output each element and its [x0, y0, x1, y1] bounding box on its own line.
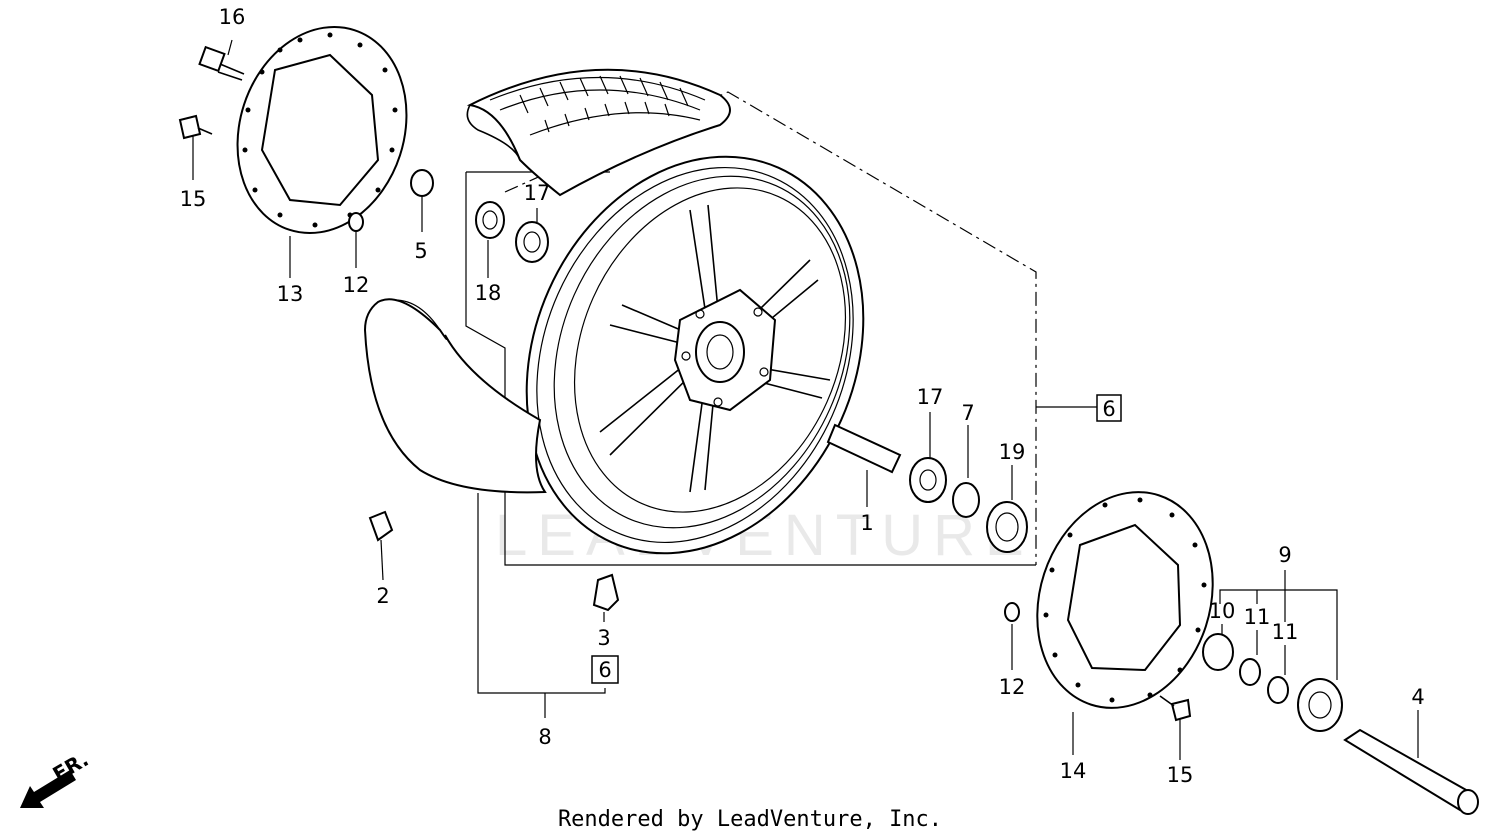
assembly-group-lines — [192, 39, 1419, 760]
callout-10: 10 — [1209, 599, 1236, 623]
wheel-rim — [525, 155, 865, 555]
callout-14: 14 — [1060, 759, 1087, 783]
callout-box-6-right — [1096, 394, 1122, 422]
callout-16: 16 — [219, 5, 246, 29]
callout-6-right: 6 — [1102, 397, 1115, 421]
callout-9: 9 — [1278, 543, 1291, 567]
callout-15-left: 15 — [180, 187, 207, 211]
callout-6-bottom: 6 — [598, 658, 611, 682]
callout-8: 8 — [538, 725, 551, 749]
callout-labels: 16 15 13 12 5 18 17 2 3 8 1 17 7 19 12 1… — [180, 5, 1425, 787]
callout-19: 19 — [999, 440, 1026, 464]
callout-1: 1 — [860, 511, 873, 535]
brake-disc-right — [1036, 491, 1214, 709]
callout-11-left: 11 — [1244, 605, 1271, 629]
callout-3: 3 — [597, 626, 610, 650]
callout-13: 13 — [277, 282, 304, 306]
callout-4: 4 — [1411, 685, 1424, 709]
callout-12-right: 12 — [999, 675, 1026, 699]
callout-18: 18 — [475, 281, 502, 305]
front-fender — [363, 298, 547, 494]
callout-11-right: 11 — [1272, 620, 1299, 644]
callout-17-right: 17 — [917, 385, 944, 409]
front-direction-indicator: FR. — [20, 747, 93, 808]
callout-15-right: 15 — [1167, 763, 1194, 787]
callout-12-left: 12 — [343, 273, 370, 297]
brake-disc-left — [236, 25, 408, 235]
small-parts — [178, 45, 1479, 815]
front-arrow-icon — [20, 770, 76, 808]
callout-5: 5 — [414, 239, 427, 263]
callout-17-top: 17 — [524, 181, 551, 205]
callout-box-6-bottom — [591, 655, 619, 684]
footer-credit: Rendered by LeadVenture, Inc. — [558, 807, 942, 832]
tire — [466, 68, 731, 197]
callout-2: 2 — [376, 584, 389, 608]
callout-7: 7 — [961, 401, 974, 425]
